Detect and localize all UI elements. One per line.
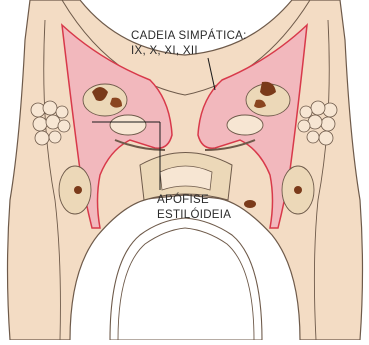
structure-left-b [110,115,146,135]
structure-right-b [227,115,263,135]
vessel-right [294,186,302,194]
pharynx-opening [110,218,262,340]
cadeia-nerves-label: IX, X, XI, XII [131,44,198,58]
vertebra-inner [160,166,212,190]
small-node-center-right [244,200,256,208]
cadeia-simpatica-label: CADEIA SIMPÁTICA: [131,29,247,43]
apofise-label: APÓFISE [157,193,209,207]
vessel-left [74,186,82,194]
estiloideia-label: ESTILÓIDEIA [157,208,231,222]
